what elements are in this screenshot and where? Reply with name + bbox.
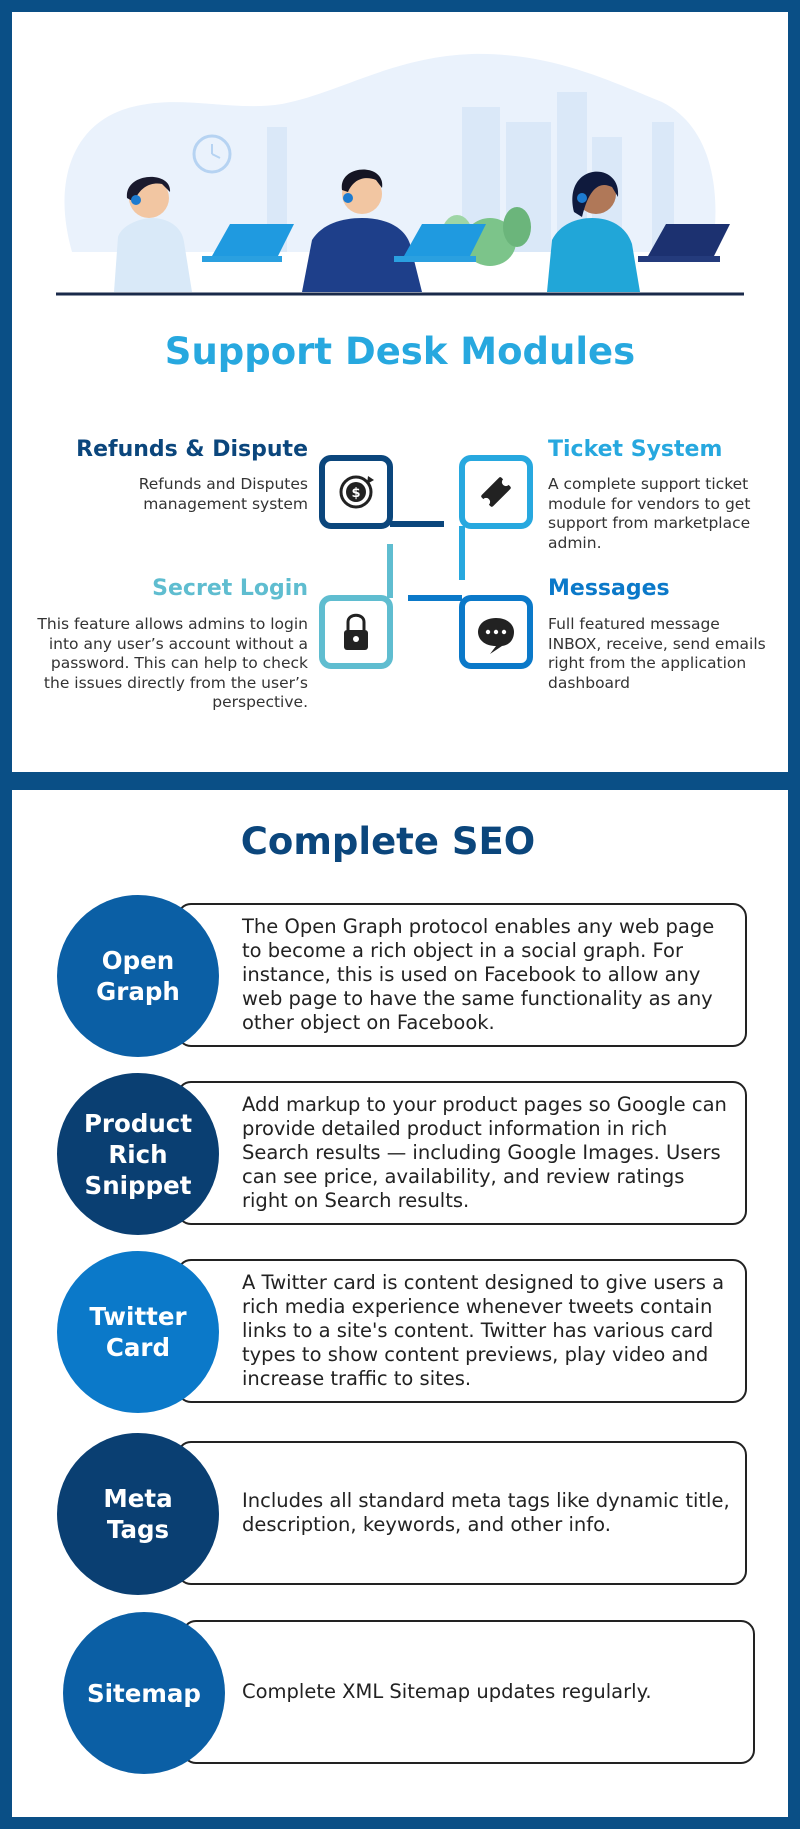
dollar-refresh-icon: $	[339, 475, 374, 509]
refunds-dispute-text: Refunds and Disputes management system	[138, 475, 308, 513]
agent-right	[547, 171, 730, 292]
svg-text:$: $	[351, 486, 360, 501]
support-desk-title: Support Desk Modules	[164, 330, 636, 373]
seo-description: A Twitter card is content designed to gi…	[242, 1271, 725, 1390]
seo-card-meta-tags: Includes all standard meta tags like dyn…	[177, 1441, 747, 1585]
seo-card-open-graph: The Open Graph protocol enables any web …	[177, 903, 747, 1047]
seo-card-sitemap: Complete XML Sitemap updates regularly.	[182, 1620, 755, 1764]
agent-left	[114, 176, 294, 292]
seo-badge-twitter-card: Twitter Card	[57, 1251, 219, 1413]
agent-center	[302, 169, 486, 292]
secret-login-heading: Secret Login	[152, 576, 308, 601]
seo-card-product-rich-snippet: Add markup to your product pages so Goog…	[177, 1081, 747, 1225]
ticket-system-text: A complete support ticket module for ven…	[548, 475, 751, 552]
seo-badge-meta-tags: Meta Tags	[57, 1433, 219, 1595]
seo-badge-sitemap: Sitemap	[63, 1612, 225, 1774]
seo-description: Includes all standard meta tags like dyn…	[242, 1489, 730, 1536]
seo-description: The Open Graph protocol enables any web …	[242, 915, 715, 1034]
modules-diagram: $	[319, 455, 533, 669]
refunds-dispute-heading: Refunds & Dispute	[76, 437, 308, 462]
ticket-system-heading: Ticket System	[548, 437, 723, 462]
lock-icon	[344, 613, 368, 650]
clock-icon	[192, 134, 232, 174]
seo-title: Complete SEO	[240, 820, 536, 863]
chat-bubble-icon	[478, 618, 514, 654]
messages-heading: Messages	[548, 576, 670, 601]
seo-description: Complete XML Sitemap updates regularly.	[242, 1680, 652, 1703]
ticket-icon	[481, 477, 511, 507]
seo-description: Add markup to your product pages so Goog…	[242, 1093, 727, 1212]
seo-badge-open-graph: Open Graph	[57, 895, 219, 1057]
seo-badge-product-rich-snippet: Product Rich Snippet	[57, 1073, 219, 1235]
support-desk-panel: Support Desk Modules Refunds & Dispute R…	[12, 12, 788, 772]
support-agents-illustration	[56, 53, 744, 296]
seo-card-twitter-card: A Twitter card is content designed to gi…	[177, 1259, 747, 1403]
secret-login-text: This feature allows admins to login into…	[37, 615, 308, 711]
messages-text: Full featured message INBOX, receive, se…	[548, 615, 766, 692]
